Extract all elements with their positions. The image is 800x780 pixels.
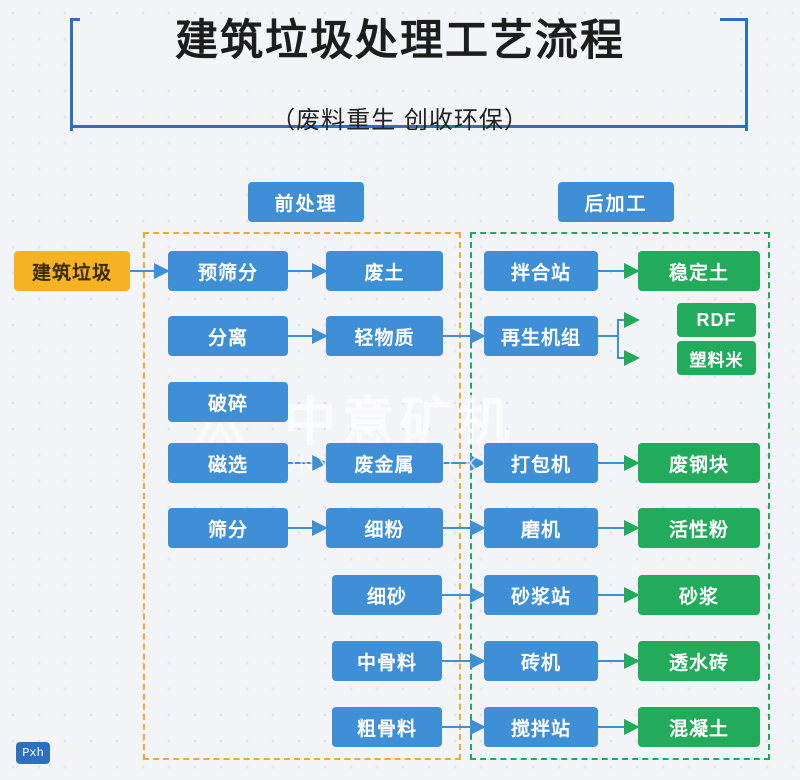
node-input-construction-waste[interactable]: 建筑垃圾 <box>14 251 130 291</box>
group-tag-post-processing[interactable]: 后加工 <box>558 182 674 222</box>
node-pre-screening[interactable]: 预筛分 <box>168 251 288 291</box>
node-plastic-pellets[interactable]: 塑料米 <box>677 341 756 375</box>
group-frame-pre-processing <box>143 232 461 760</box>
node-fine-sand[interactable]: 细砂 <box>332 575 442 615</box>
node-coarse-aggregate[interactable]: 粗骨料 <box>332 707 442 747</box>
group-tag-pre-processing[interactable]: 前处理 <box>248 182 364 222</box>
node-magnetic-separation[interactable]: 磁选 <box>168 443 288 483</box>
node-scrap-steel[interactable]: 废钢块 <box>638 443 760 483</box>
node-active-powder[interactable]: 活性粉 <box>638 508 760 548</box>
node-fine-powder[interactable]: 细粉 <box>326 508 443 548</box>
node-waste-soil[interactable]: 废土 <box>326 251 443 291</box>
node-crushing[interactable]: 破碎 <box>168 382 288 422</box>
node-scrap-metal[interactable]: 废金属 <box>326 443 443 483</box>
node-baler[interactable]: 打包机 <box>484 443 598 483</box>
node-separation[interactable]: 分离 <box>168 316 288 356</box>
node-rdf[interactable]: RDF <box>677 303 756 337</box>
node-grinder[interactable]: 磨机 <box>484 508 598 548</box>
node-concrete[interactable]: 混凝土 <box>638 707 760 747</box>
page-subtitle: （废料重生 创收环保） <box>271 107 529 134</box>
group-frame-post-processing <box>470 232 770 760</box>
node-mixing-station[interactable]: 拌合站 <box>484 251 598 291</box>
page-title: 建筑垃圾处理工艺流程 <box>175 17 625 65</box>
node-mortar-station[interactable]: 砂浆站 <box>484 575 598 615</box>
node-light-materials[interactable]: 轻物质 <box>326 316 443 356</box>
corner-badge: Pxh <box>16 742 50 764</box>
node-concrete-mixing-station[interactable]: 搅拌站 <box>484 707 598 747</box>
node-brick-machine[interactable]: 砖机 <box>484 641 598 681</box>
node-recycling-unit[interactable]: 再生机组 <box>484 316 598 356</box>
node-medium-aggregate[interactable]: 中骨料 <box>332 641 442 681</box>
node-mortar[interactable]: 砂浆 <box>638 575 760 615</box>
node-screening[interactable]: 筛分 <box>168 508 288 548</box>
title-backdrop <box>80 18 720 86</box>
node-permeable-brick[interactable]: 透水砖 <box>638 641 760 681</box>
node-stabilized-soil[interactable]: 稳定土 <box>638 251 760 291</box>
